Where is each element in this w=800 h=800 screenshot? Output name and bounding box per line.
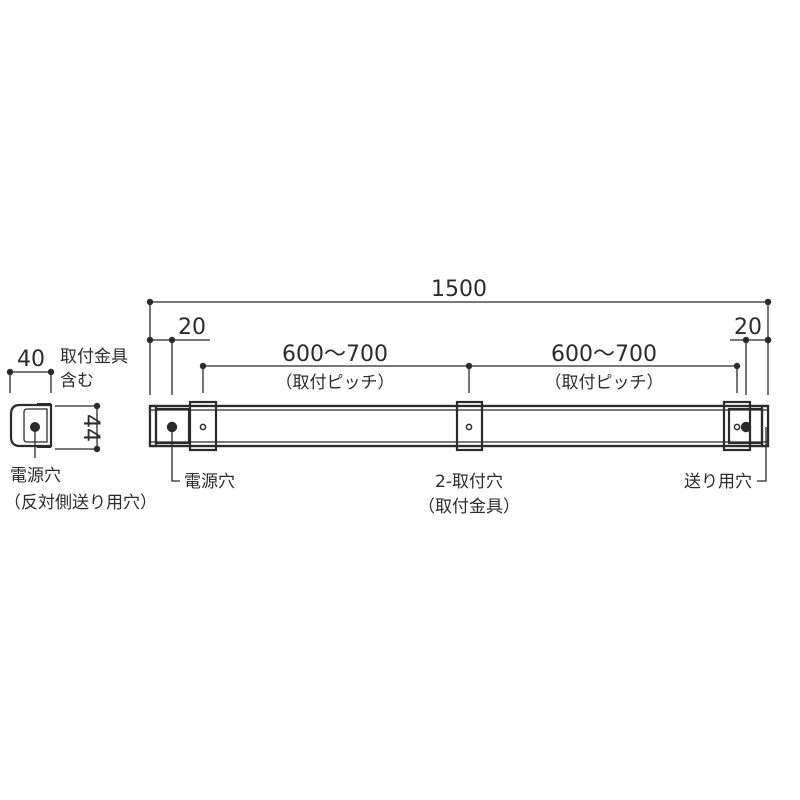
feed-hole-callout: 送り用穴 — [684, 427, 767, 492]
overall-length-dimension: 1500 — [146, 277, 772, 306]
left-offset-label: 20 — [178, 315, 206, 340]
section-inner-profile — [23, 408, 48, 443]
section-width-note-1: 取付金具 — [60, 347, 128, 367]
right-end-box — [727, 407, 764, 445]
left-end-offset-dimension: 20 — [146, 315, 210, 395]
section-profile — [9, 403, 53, 448]
pitch-right-value: 600～700 — [551, 342, 657, 367]
pitch-left-value: 600～700 — [282, 342, 388, 367]
section-hole-label-2: （反対側送り用穴） — [4, 493, 157, 513]
power-hole-label: 電源穴 — [184, 472, 235, 492]
pitch-dimension-left: 600～700 （取付ピッチ） — [199, 342, 469, 393]
leader-line — [757, 427, 767, 482]
mount-hole-callout: 2-取付穴 （取付金具） — [418, 472, 520, 517]
bracket-edge — [37, 445, 51, 448]
mounting-bracket-left — [188, 400, 218, 452]
dimension-dot — [146, 336, 154, 344]
section-height-label: 44 — [78, 414, 103, 442]
mounting-hole — [733, 423, 741, 431]
power-hole-callout: 電源穴 — [171, 427, 235, 492]
dimension-dot — [764, 336, 772, 344]
feed-hole — [740, 421, 752, 433]
leader-line — [171, 427, 180, 482]
pitch-left-note: （取付ピッチ） — [276, 373, 395, 393]
dimension-dot — [93, 402, 101, 410]
fixture-front-view — [148, 400, 770, 452]
mounting-hole — [199, 423, 207, 431]
section-hole-label-1: 電源穴 — [10, 466, 61, 486]
bracket-edge — [37, 403, 51, 406]
pitch-dimension-right: 600～700 （取付ピッチ） — [465, 342, 741, 393]
overall-length-label: 1500 — [431, 277, 487, 302]
section-width-note-2: 含む — [60, 371, 94, 391]
cross-section-view: 40 取付金具 含む 44 電源穴 （反対側送り用穴） — [4, 347, 157, 513]
mounting-bracket-right — [722, 400, 752, 452]
mounting-bracket-center — [455, 400, 484, 452]
right-end-offset-dimension: 20 — [730, 315, 772, 395]
feed-hole-label: 送り用穴 — [684, 472, 752, 492]
dimension-dot — [93, 445, 101, 453]
mounting-hole — [465, 423, 473, 431]
section-width-label: 40 — [17, 347, 45, 372]
right-offset-label: 20 — [734, 315, 762, 340]
mount-hole-label-line2: （取付金具） — [418, 497, 520, 517]
pitch-right-note: （取付ピッチ） — [545, 373, 664, 393]
mount-hole-label-line1: 2-取付穴 — [435, 472, 503, 492]
